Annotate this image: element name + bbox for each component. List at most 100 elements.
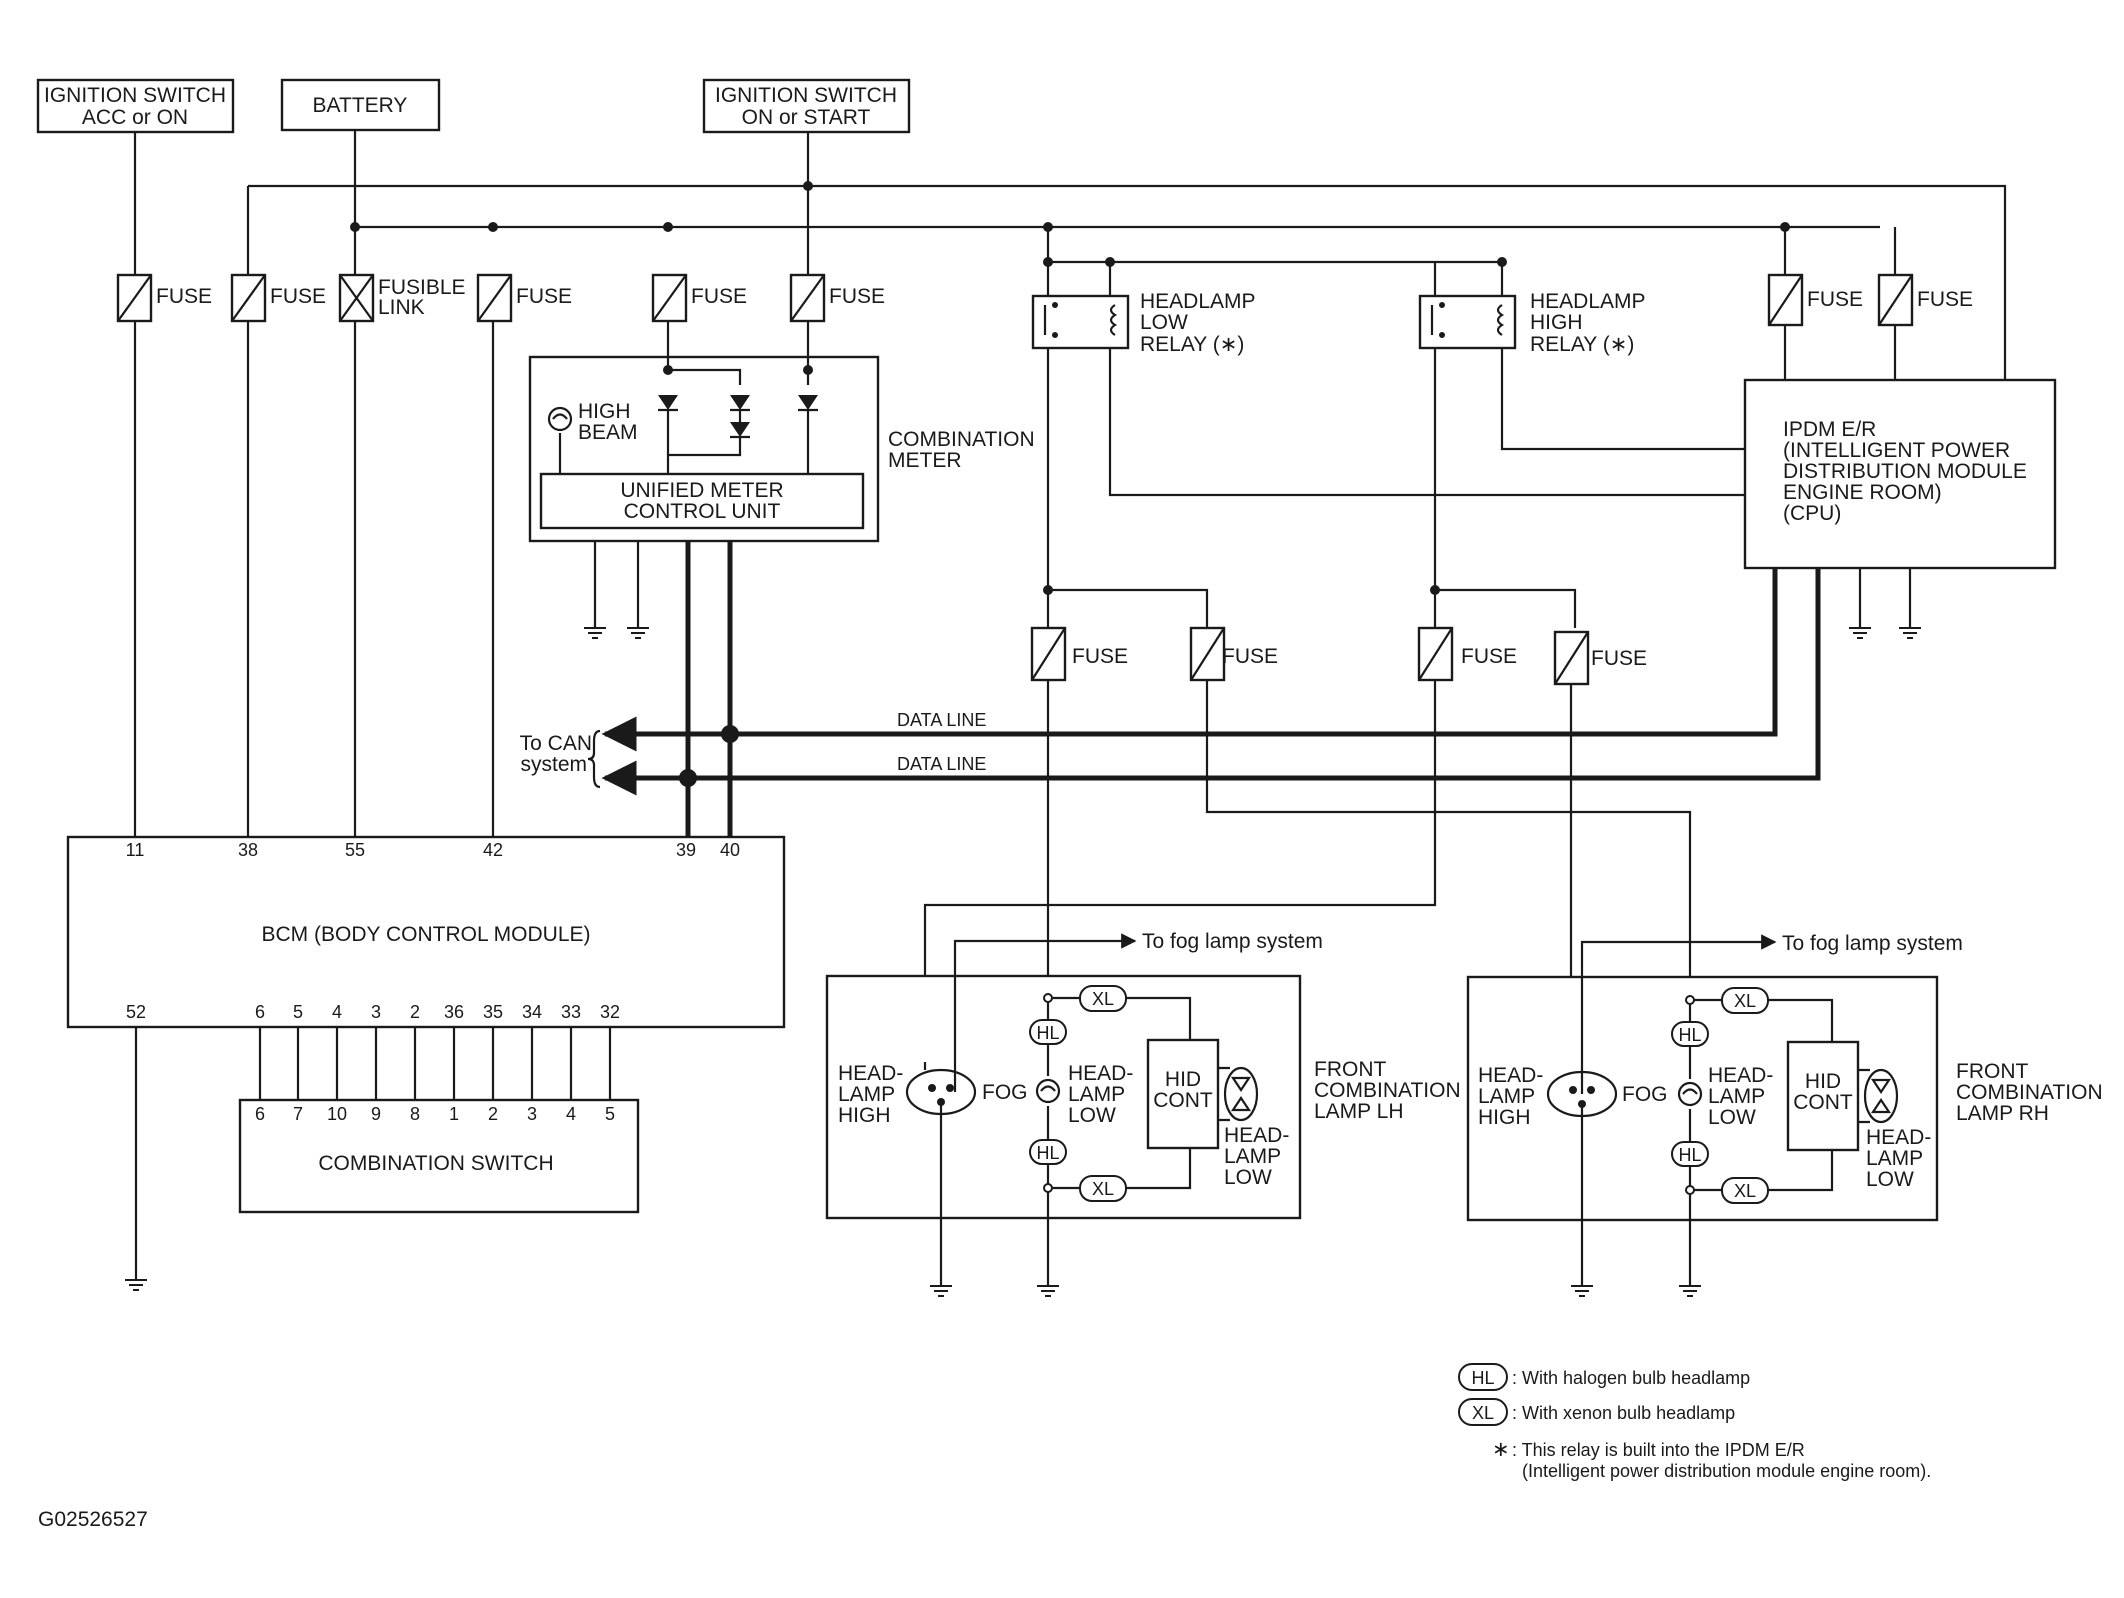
legend-hl-badge: [1458, 1363, 1508, 1391]
head-low-lh-1: HEAD-: [1068, 1062, 1133, 1085]
can-line2: system: [520, 753, 587, 776]
ground-icon: [1848, 627, 1872, 639]
data-line-label-1: DATA LINE: [897, 710, 986, 730]
legend-xl-text: : With xenon bulb headlamp: [1512, 1403, 1735, 1423]
relay-feeds: [1046, 227, 1504, 296]
lamp-lh-box: [825, 974, 1302, 1220]
high-relay-output: [1433, 348, 1577, 628]
fuse-label: FUSE: [1917, 288, 1973, 311]
lamp-rh-line1: FRONT: [1956, 1060, 2028, 1083]
switch-pin: 7: [293, 1104, 303, 1124]
head-high-lh-2: LAMP: [838, 1083, 895, 1106]
data-line-2: [601, 568, 1821, 796]
low-rh-wire: [1205, 680, 1692, 998]
hid-cont-lh-2: CONT: [1153, 1089, 1213, 1112]
bcm-pin: 2: [410, 1002, 420, 1022]
ipdm-grounds: [1858, 568, 1912, 628]
xl-badge-text: XL: [1092, 989, 1114, 1009]
fuse-high-lh: FUSE: [1417, 626, 1517, 682]
bcm-pin: 32: [600, 1002, 620, 1022]
legend-star-line1: : This relay is built into the IPDM E/R: [1512, 1440, 1805, 1460]
junction: [803, 181, 813, 191]
xl-badge: [1721, 1177, 1769, 1204]
legend-hl-text: : With halogen bulb headlamp: [1512, 1368, 1750, 1388]
fuse-label: FUSE: [691, 285, 747, 308]
fuse-label: FUSE: [1222, 645, 1278, 668]
switch-pin: 4: [566, 1104, 576, 1124]
fuse-2: FUSE: [230, 273, 326, 323]
can-line1: To CAN: [520, 732, 592, 755]
fusible-link-line1: FUSIBLE: [378, 276, 466, 299]
switch-pin: 8: [410, 1104, 420, 1124]
fog-label-lh: FOG: [982, 1081, 1028, 1104]
lamp-lh-line1: FRONT: [1314, 1058, 1386, 1081]
low-relay-control: [1108, 348, 1745, 497]
can-brace: [587, 729, 601, 789]
bcm-pin: 34: [522, 1002, 542, 1022]
ground-icon: [124, 1279, 148, 1291]
xl-badge-text: XL: [1092, 1179, 1114, 1199]
fog-label-rh: FOG: [1622, 1083, 1668, 1106]
fuse-low-rh: FUSE: [1189, 626, 1278, 682]
data-line-1: [601, 568, 1778, 752]
relay-low-line2: LOW: [1140, 311, 1188, 334]
bcm-pin: 38: [238, 840, 258, 860]
head-low-lh-3: LOW: [1068, 1104, 1116, 1127]
hl-badge-text: HL: [1036, 1143, 1059, 1163]
legend: HL : With halogen bulb headlamp XL : Wit…: [1458, 1363, 1931, 1481]
combination-switch-label: COMBINATION SWITCH: [318, 1152, 553, 1175]
relay-low-line1: HEADLAMP: [1140, 290, 1256, 313]
bcm-label: BCM (BODY CONTROL MODULE): [261, 923, 590, 946]
head-high-rh-1: HEAD-: [1478, 1064, 1543, 1087]
comb-meter-line1: COMBINATION: [888, 428, 1035, 451]
front-combination-lamp-lh: To fog lamp system HEAD- LAMP HIGH FOG H…: [825, 930, 1323, 1297]
battery-box: [280, 78, 441, 132]
legend-xl-badge-text: XL: [1472, 1403, 1494, 1423]
fusible-link-line2: LINK: [378, 296, 425, 319]
xenon-bulb-icon: [1223, 1066, 1259, 1122]
meter-internal: [666, 410, 810, 474]
hid-cont-rh-2: CONT: [1793, 1091, 1853, 1114]
ground-icon: [1036, 1285, 1060, 1297]
lamp-lh-line2: COMBINATION: [1314, 1079, 1461, 1102]
bcm-pin: 52: [126, 1002, 146, 1022]
head-high-rh-3: HIGH: [1478, 1106, 1531, 1129]
xl-badge: [1721, 987, 1769, 1014]
head-low-rh-3: LOW: [1708, 1106, 1756, 1129]
bcm-pin: 5: [293, 1002, 303, 1022]
ipdm-line5: (CPU): [1783, 502, 1841, 525]
fuse-label: FUSE: [1591, 647, 1647, 670]
ign-on-line2: ON or START: [742, 106, 871, 129]
ground-icon: [1570, 1285, 1594, 1297]
head-low-xl-rh-1: HEAD-: [1866, 1126, 1931, 1149]
ipdm-line2: (INTELLIGENT POWER: [1783, 439, 2010, 462]
headlamp-low-bulb-icon: [1035, 1078, 1061, 1104]
combination-switch-box: [238, 1098, 640, 1214]
hid-control-rh: [1786, 1040, 1860, 1152]
hid-control-lh: [1146, 1038, 1220, 1150]
xenon-bulb-icon: [1863, 1068, 1899, 1124]
switch-wires: [258, 1027, 612, 1100]
bcm-pin: 40: [720, 840, 740, 860]
fusible-link: FUSIBLE LINK: [338, 273, 466, 323]
fuse-4: FUSE: [651, 273, 747, 323]
bcm-pin: 11: [126, 840, 145, 860]
figure-id: G02526527: [38, 1508, 148, 1531]
bcm-pin: 39: [676, 840, 696, 860]
ign-acc-box: [36, 78, 235, 134]
hid-cont-rh-1: HID: [1805, 1070, 1841, 1093]
unified-meter-line2: CONTROL UNIT: [624, 500, 781, 523]
relay-high-line2: HIGH: [1530, 311, 1583, 334]
head-low-xl-lh-3: LOW: [1224, 1166, 1272, 1189]
ground-icon: [929, 1285, 953, 1297]
bcm-pin: 36: [444, 1002, 464, 1022]
switch-pin: 5: [605, 1104, 615, 1124]
bcm-pin: 35: [483, 1002, 503, 1022]
fuse-label: FUSE: [1461, 645, 1517, 668]
xl-badge: [1079, 1175, 1127, 1202]
switch-pin: 1: [449, 1104, 459, 1124]
junction: [663, 222, 673, 232]
fuse-high-rh: FUSE: [1553, 630, 1647, 686]
head-low-lh-2: LAMP: [1068, 1083, 1125, 1106]
fuse-ipdm-1: FUSE: [1767, 273, 1863, 327]
